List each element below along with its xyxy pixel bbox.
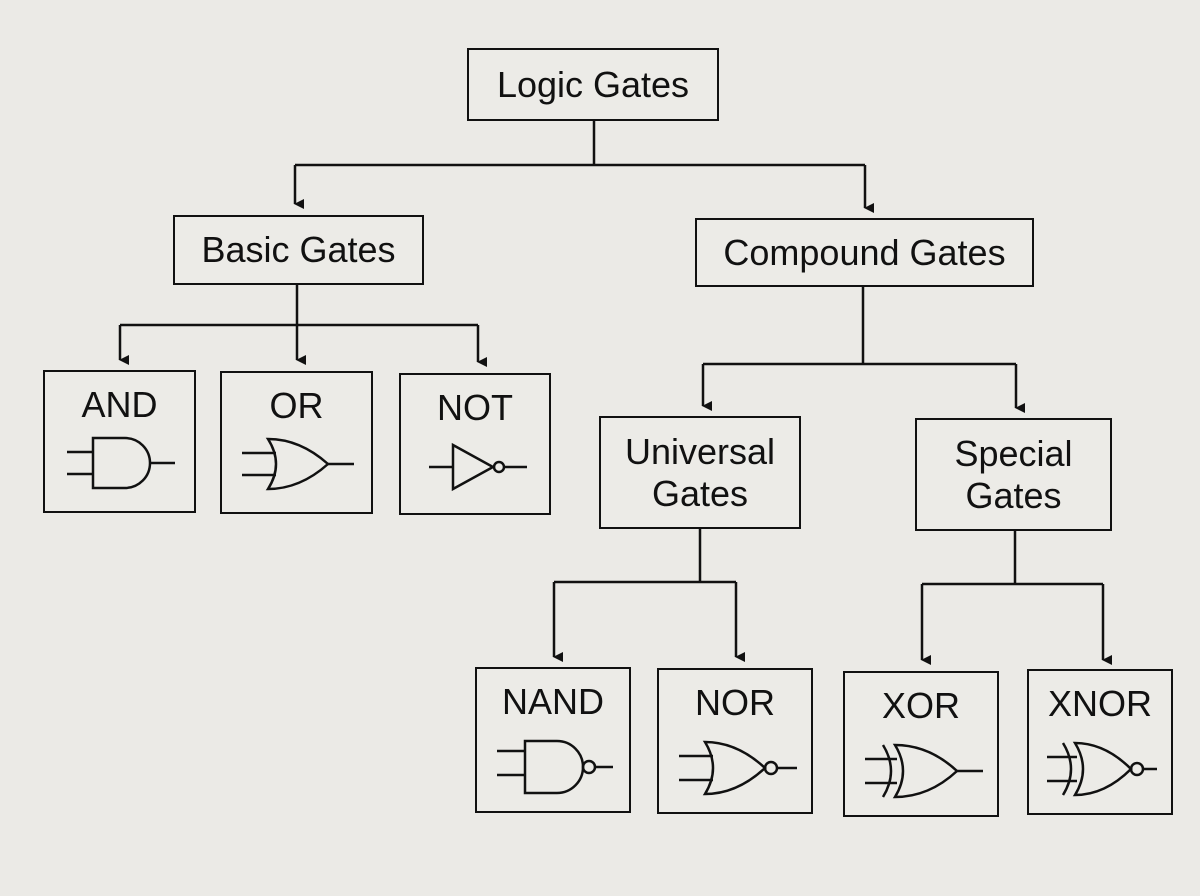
- and-gate-node: AND: [43, 370, 196, 513]
- nand-gate-icon: [497, 739, 613, 795]
- universal-gates-label-line1: Universal: [624, 431, 776, 473]
- universal-gates-label-line2: Gates: [651, 472, 749, 514]
- xor-gate-node: XOR: [843, 671, 999, 817]
- compound-gates-label: Compound Gates: [723, 231, 1006, 273]
- universal-gates-node: Universal Gates: [599, 416, 801, 529]
- basic-gates-label: Basic Gates: [201, 229, 396, 271]
- special-gates-node: Special Gates: [915, 418, 1112, 531]
- compound-gates-node: Compound Gates: [695, 218, 1034, 287]
- not-gate-icon: [429, 442, 527, 492]
- root-node: Logic Gates: [467, 48, 719, 121]
- nand-gate-node: NAND: [475, 667, 631, 813]
- special-gates-label-line1: Special: [954, 433, 1073, 475]
- and-gate-icon: [67, 436, 175, 490]
- root-label: Logic Gates: [496, 63, 690, 105]
- or-gate-icon: [242, 437, 354, 491]
- not-gate-node: NOT: [399, 373, 551, 515]
- xnor-gate-icon: [1047, 741, 1157, 797]
- nand-gate-label: NAND: [501, 681, 604, 722]
- or-gate-label: OR: [269, 385, 324, 426]
- nor-gate-label: NOR: [695, 682, 775, 723]
- nor-gate-node: NOR: [657, 668, 813, 814]
- xor-gate-icon: [865, 743, 983, 799]
- and-gate-label: AND: [81, 384, 158, 425]
- nor-gate-icon: [679, 740, 797, 796]
- not-gate-label: NOT: [437, 387, 513, 428]
- xnor-gate-node: XNOR: [1027, 669, 1173, 815]
- basic-gates-node: Basic Gates: [173, 215, 424, 285]
- xor-gate-label: XOR: [881, 685, 960, 726]
- special-gates-label-line2: Gates: [965, 474, 1062, 516]
- or-gate-node: OR: [220, 371, 373, 514]
- xnor-gate-label: XNOR: [1047, 683, 1152, 724]
